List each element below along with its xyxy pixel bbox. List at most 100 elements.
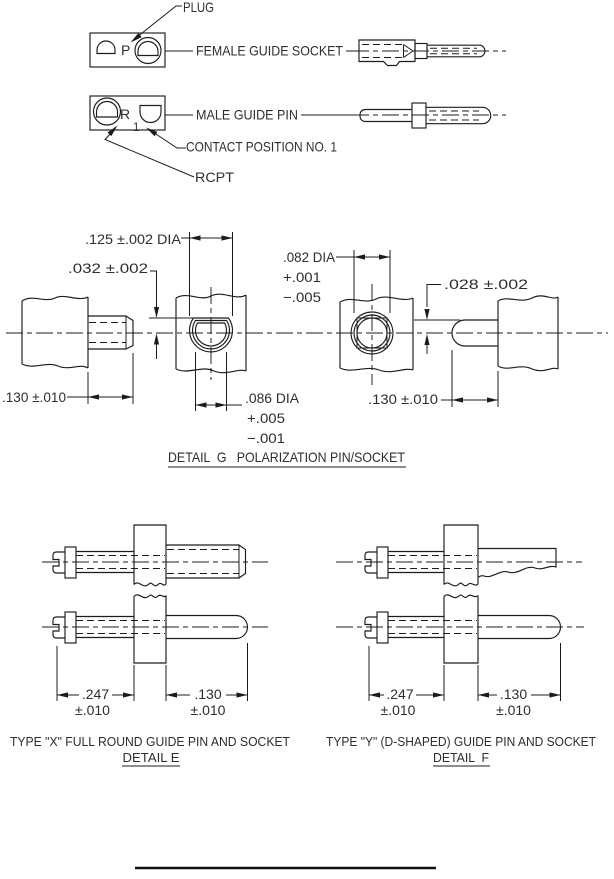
- d-socket-inner: [194, 322, 228, 347]
- rcpt-label: RCPT: [195, 169, 234, 185]
- dim-arrow: [57, 692, 68, 698]
- plug-arrowhead: [130, 33, 142, 43]
- round-socket-outer: [350, 311, 394, 355]
- dim-arrow: [369, 692, 380, 698]
- panel-block: [443, 595, 479, 664]
- round-socket-square: [356, 317, 388, 349]
- receptacle-face-view: R 1: [89, 95, 166, 134]
- top-section: PLUG P FEMALE GUIDE SOCKET: [89, 0, 506, 185]
- detail-e-dimensions: .247 ±.010 .130 ±.010: [56, 643, 248, 718]
- d-socket-outer: [188, 317, 234, 353]
- detail-f-pin-assembly: [364, 594, 561, 664]
- dim-pin-len: .130: [194, 686, 221, 702]
- dim-pin-len: .130 ±.010: [368, 391, 438, 407]
- plug-guide-socket-hole: [134, 36, 162, 65]
- detail-e-title: TYPE "X" FULL ROUND GUIDE PIN AND SOCKET: [10, 734, 290, 749]
- receptacle-outline: [89, 95, 166, 131]
- dim-socket-dia-plus: +.001: [283, 269, 321, 285]
- plug-guide-socket-d: [137, 40, 159, 57]
- socket-body: [166, 544, 247, 579]
- round-socket-face-view: .082 DIA +.001 −.005: [283, 249, 414, 385]
- dim-arrow: [166, 692, 177, 698]
- contact-leader-line: [148, 129, 186, 149]
- receptacle-d-cavity: [139, 104, 162, 123]
- female-flange: [414, 42, 428, 60]
- male-guide-pin-drawing: [352, 102, 506, 129]
- male-shaft: [426, 106, 492, 125]
- dim-socket-len: .247: [386, 686, 413, 702]
- detail-e-section: .247 ±.010 .130 ±.010 TYPE "X" FULL ROUN…: [10, 524, 290, 767]
- dim-pin-offset: .028 ±.002: [444, 276, 528, 292]
- dim-arrow: [424, 309, 430, 320]
- dim-arrow: [195, 402, 207, 408]
- panel-break: [133, 594, 167, 599]
- plug-leader-line: [133, 5, 182, 40]
- plug-d-cavity: [96, 40, 116, 55]
- female-entry-chamfer: [403, 44, 414, 58]
- screw-head: [52, 551, 65, 574]
- block-bottom-break: [175, 368, 247, 374]
- dim-pin-tol: ±.010: [496, 702, 531, 718]
- detail-e-pin-assembly: [52, 594, 248, 664]
- round-socket-middle: [353, 314, 391, 352]
- detail-f-caption: DETAIL F: [433, 750, 489, 765]
- pin-side-view: .028 ±.002 .130 ±.010: [368, 276, 559, 407]
- screw-head: [52, 616, 65, 639]
- block-top-break: [497, 295, 559, 302]
- plug-letter: P: [121, 42, 130, 58]
- dim-socket-tol: ±.010: [75, 702, 110, 718]
- dim-arrow: [433, 692, 444, 698]
- dim-hole-dia-minus: −.001: [247, 430, 285, 446]
- block-bottom-break: [339, 367, 414, 373]
- male-flange: [411, 102, 427, 129]
- female-shaft: [427, 44, 486, 58]
- panel-block: [133, 524, 167, 585]
- female-body: [358, 39, 416, 67]
- screw-collar: [64, 611, 77, 644]
- dim-arrow: [88, 394, 99, 400]
- detail-f-title: TYPE "Y" (D-SHAPED) GUIDE PIN AND SOCKET: [326, 734, 596, 749]
- plug-outline: [89, 32, 166, 68]
- d-pin-broken: [477, 547, 557, 578]
- detail-e-socket-assembly: [52, 524, 247, 587]
- pin-outline: [478, 614, 561, 640]
- dim-pin-tol: ±.010: [191, 702, 226, 718]
- position-number: 1: [133, 122, 139, 134]
- plug-face-view: P: [89, 32, 166, 68]
- dim-arrow: [549, 692, 561, 698]
- socket-side-view: .130 ±.010: [2, 295, 134, 405]
- dim-arrow: [215, 402, 227, 408]
- dim-arrow: [452, 397, 463, 403]
- pin-outline: [451, 319, 498, 347]
- screw-head: [364, 616, 377, 639]
- panel-block: [443, 524, 479, 585]
- receptacle-guide-pin-d: [95, 101, 119, 118]
- dim-socket-offset: .032 ±.002: [68, 260, 148, 276]
- dim-socket-len: .247: [82, 686, 109, 702]
- block-bottom-break: [497, 365, 559, 372]
- detail-f-dimensions: .247 ±.010 .130 ±.010: [368, 643, 561, 718]
- dim-arrow: [236, 692, 248, 698]
- contact-arrowhead: [146, 127, 158, 137]
- male-pin-body: [359, 108, 412, 123]
- dim-arrow: [123, 692, 134, 698]
- dim-hole-dia: .086 DIA: [245, 390, 300, 406]
- screw-head: [364, 551, 377, 574]
- leader: [426, 284, 441, 307]
- panel-block: [133, 595, 167, 664]
- rcpt-leader-line: [104, 131, 195, 178]
- dim-arrow: [487, 397, 498, 403]
- block-top-break: [21, 295, 89, 302]
- receptacle-letter: R: [120, 106, 130, 122]
- dim-hole-dia-plus: +.005: [247, 410, 285, 426]
- dim-socket-tol: ±.010: [381, 702, 416, 718]
- rcpt-arrowhead: [107, 125, 118, 137]
- detail-g-section: .130 ±.010 .125 ±.002 DIA .032 ±.002: [2, 231, 608, 468]
- panel-break: [133, 582, 167, 587]
- d-socket-middle: [191, 319, 231, 350]
- block-bottom-break: [21, 363, 89, 369]
- dim-arrow: [153, 307, 160, 318]
- female-guide-socket-label: FEMALE GUIDE SOCKET: [196, 43, 343, 59]
- dim-arrow: [424, 334, 430, 345]
- dim-arrow: [221, 235, 233, 241]
